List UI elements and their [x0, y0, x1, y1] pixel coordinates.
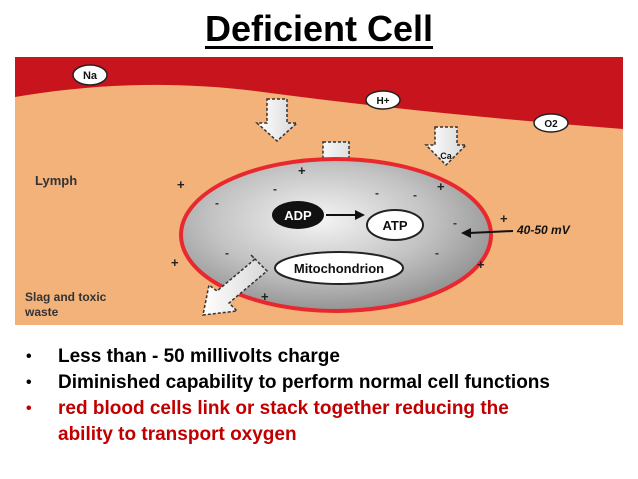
atp-molecule: ATP: [366, 209, 424, 241]
bullet-item: • red blood cells link or stack together…: [20, 396, 630, 421]
adp-to-atp-arrow: [326, 210, 365, 220]
voltage-indicator: 40-50 mV: [461, 223, 571, 238]
svg-text:-: -: [273, 182, 277, 196]
svg-text:+: +: [177, 177, 185, 192]
voltage-label: 40-50 mV: [516, 223, 571, 237]
slag-label-line2: waste: [24, 305, 59, 319]
o2-ion-label: O2: [544, 119, 558, 130]
bullet-text: Diminished capability to perform normal …: [58, 372, 550, 393]
lymph-label: Lymph: [35, 173, 77, 188]
ca-ion-arrow: Ca: [424, 126, 468, 167]
svg-text:+: +: [500, 211, 508, 226]
svg-text:+: +: [171, 255, 179, 270]
bullet-dot: •: [26, 348, 32, 365]
h-ion: H+: [365, 90, 401, 110]
atp-label: ATP: [382, 218, 407, 233]
svg-text:+: +: [477, 257, 485, 272]
svg-text:+: +: [437, 179, 445, 194]
adp-molecule: ADP: [272, 201, 324, 229]
deficient-cell-diagram: Na H+ O2 H+ Ca Lymph Slag and toxic wast…: [15, 57, 623, 325]
slag-label-line1: Slag and toxic: [25, 290, 107, 304]
positive-charges: + + + + + + +: [171, 163, 508, 304]
mitochondrion: Mitochondrion: [274, 251, 404, 285]
svg-text:-: -: [375, 186, 379, 200]
bullet-item: • Less than - 50 millivolts charge: [20, 344, 630, 369]
bullet-dot: •: [26, 400, 32, 417]
na-ion-label: Na: [83, 70, 98, 82]
adp-label: ADP: [284, 208, 312, 223]
svg-text:-: -: [225, 246, 229, 260]
na-ion: Na: [72, 64, 108, 86]
bullet-text: ability to transport oxygen: [58, 424, 297, 445]
bullet-list: • Less than - 50 millivolts charge • Dim…: [20, 344, 630, 448]
svg-text:+: +: [261, 289, 269, 304]
svg-text:-: -: [435, 246, 439, 260]
o2-ion: O2: [533, 113, 569, 133]
negative-charges: - - - - - - -: [215, 182, 457, 260]
svg-text:-: -: [453, 216, 457, 230]
bullet-text: Less than - 50 millivolts charge: [58, 346, 340, 367]
ion-arrow-left: [255, 98, 299, 143]
mitochondrion-label: Mitochondrion: [294, 261, 384, 276]
h-ion-label: H+: [376, 96, 389, 107]
svg-text:+: +: [298, 163, 306, 178]
bullet-item: • Diminished capability to perform norma…: [20, 370, 630, 395]
svg-text:-: -: [215, 196, 219, 210]
slide-title: Deficient Cell: [204, 8, 434, 49]
bullet-item-continuation: ability to transport oxygen: [20, 422, 630, 447]
waste-arrow: [202, 254, 269, 316]
blood-vessel: [15, 57, 623, 129]
svg-text:-: -: [413, 188, 417, 202]
bullet-text: red blood cells link or stack together r…: [58, 398, 509, 419]
bullet-dot: •: [26, 374, 32, 391]
ca-ion-arrow-label: Ca: [440, 151, 452, 161]
